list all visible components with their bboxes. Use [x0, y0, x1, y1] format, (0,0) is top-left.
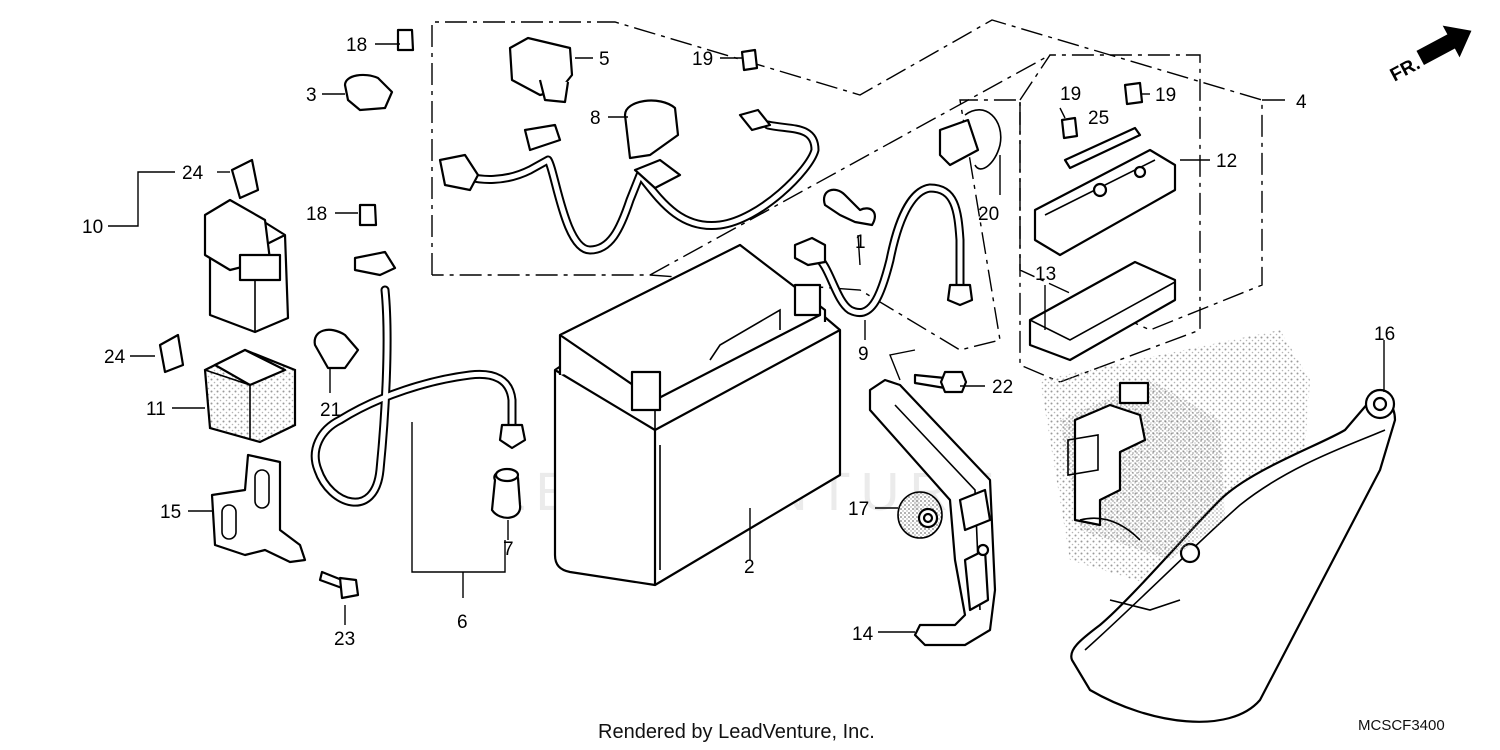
callout-22: 22 [992, 377, 1013, 398]
callout-10: 10 [82, 217, 103, 238]
battery-stay [868, 378, 997, 647]
callout-14: 14 [852, 624, 874, 645]
callout-13: 13 [1035, 264, 1056, 285]
screw-19-c [1123, 81, 1144, 106]
callout-1: 1 [855, 232, 866, 253]
cable-clamp [822, 188, 876, 227]
callout-19-a: 19 [692, 49, 713, 70]
screw-19-b [1060, 116, 1079, 140]
callout-25: 25 [1088, 108, 1109, 129]
callout-16: 16 [1374, 324, 1395, 345]
footer-credit: Rendered by LeadVenture, Inc. [598, 721, 875, 743]
positive-cable [310, 250, 527, 507]
screw-18-lower [358, 203, 378, 227]
callout-4: 4 [1296, 92, 1307, 113]
callout-6: 6 [457, 612, 468, 633]
screw-19-a [740, 48, 759, 72]
callout-24-lower: 24 [104, 347, 126, 368]
connector-20 [938, 109, 1002, 170]
callout-20: 20 [978, 204, 999, 225]
callout-2: 2 [744, 557, 755, 578]
callout-8: 8 [590, 108, 601, 129]
callout-12: 12 [1216, 151, 1237, 172]
main-harness [438, 108, 820, 255]
relay-cover [203, 348, 297, 444]
bolt-22 [913, 370, 968, 394]
callout-11: 11 [146, 399, 166, 420]
front-direction-label: FR. [1387, 53, 1424, 86]
terminal-cap-5 [508, 36, 574, 104]
mount-plate [1060, 380, 1225, 560]
screw-18-upper [396, 28, 415, 52]
front-direction-arrow: FR. [1387, 25, 1472, 86]
link-plate-25 [1063, 126, 1142, 170]
callout-3: 3 [306, 85, 317, 106]
callout-19-b: 19 [1060, 84, 1081, 105]
clamp-3 [343, 73, 394, 112]
bracket-15 [210, 453, 307, 564]
battery [553, 243, 842, 587]
fuse-box-cover [1028, 260, 1177, 362]
fuse-upper [230, 158, 260, 200]
callout-19-c: 19 [1155, 85, 1176, 106]
callout-15: 15 [160, 502, 181, 523]
callout-labels: 1 2 3 4 5 6 7 8 9 10 11 12 13 14 15 16 1… [82, 35, 1395, 650]
holder-21 [313, 328, 360, 370]
callout-9: 9 [858, 344, 869, 365]
callout-17: 17 [848, 499, 869, 520]
callout-7: 7 [503, 539, 514, 560]
grommet [897, 491, 943, 539]
terminal-cover-8 [623, 99, 680, 160]
callout-18-lower: 18 [306, 204, 327, 225]
negative-cable [793, 183, 974, 317]
fuse-box [1033, 148, 1177, 257]
bolt-23 [318, 570, 360, 600]
callout-21: 21 [320, 400, 341, 421]
starter-relay [203, 198, 290, 334]
callout-5: 5 [599, 49, 610, 70]
callout-24-upper: 24 [182, 163, 204, 184]
fuse-lower [158, 333, 185, 374]
leader-lines [108, 43, 1385, 633]
callout-23: 23 [334, 629, 355, 650]
terminal-cover-7 [490, 467, 522, 519]
callout-18-upper: 18 [346, 35, 367, 56]
diagram-code: MCSCF3400 [1358, 717, 1445, 734]
